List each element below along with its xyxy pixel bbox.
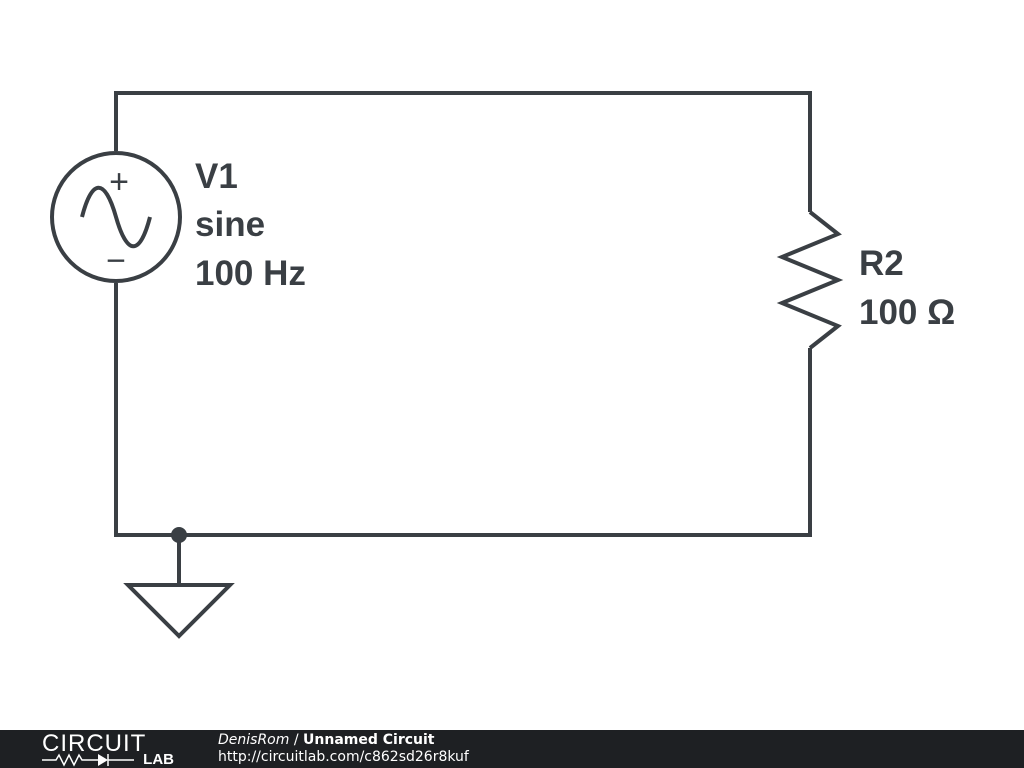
logo-bottom-row: LAB — [42, 752, 176, 768]
circuitlab-logo[interactable]: CIRCUIT LAB — [42, 732, 176, 768]
ground-junction-dot — [171, 527, 187, 543]
schematic-canvas: + − V1 sine 100 Hz R2 100 Ω — [50, 91, 956, 639]
resistor-symbol — [776, 210, 844, 350]
author-link[interactable]: DenisRom — [218, 732, 290, 748]
footer-bar: CIRCUIT LAB DenisRom / Unnamed Circuit h… — [0, 730, 1024, 768]
source-plus-sign: + — [109, 163, 129, 201]
logo-resistor-diode-icon — [42, 753, 134, 767]
sine-wave-icon — [80, 185, 152, 249]
wire-left — [114, 283, 812, 537]
source-frequency-label: 100 Hz — [195, 254, 306, 293]
source-minus-sign: − — [106, 242, 126, 280]
footer-title-line: DenisRom / Unnamed Circuit — [218, 732, 469, 749]
footer-info: DenisRom / Unnamed Circuit http://circui… — [218, 732, 469, 766]
ground-symbol — [123, 583, 235, 639]
source-name-label: V1 — [195, 157, 238, 196]
resistor-name-label: R2 — [859, 244, 904, 283]
resistor-value-label: 100 Ω — [859, 293, 956, 332]
wire-top — [114, 91, 812, 212]
logo-lab-text: LAB — [143, 751, 174, 768]
circuit-url-link[interactable]: http://circuitlab.com/c862sd26r8kuf — [218, 749, 469, 765]
circuit-title[interactable]: Unnamed Circuit — [303, 732, 435, 748]
schematic-svg: + − — [50, 91, 844, 639]
logo-circuit-text: CIRCUIT — [42, 730, 147, 757]
voltage-source-circle — [50, 151, 182, 283]
source-type-label: sine — [195, 205, 266, 244]
title-separator: / — [289, 732, 304, 748]
